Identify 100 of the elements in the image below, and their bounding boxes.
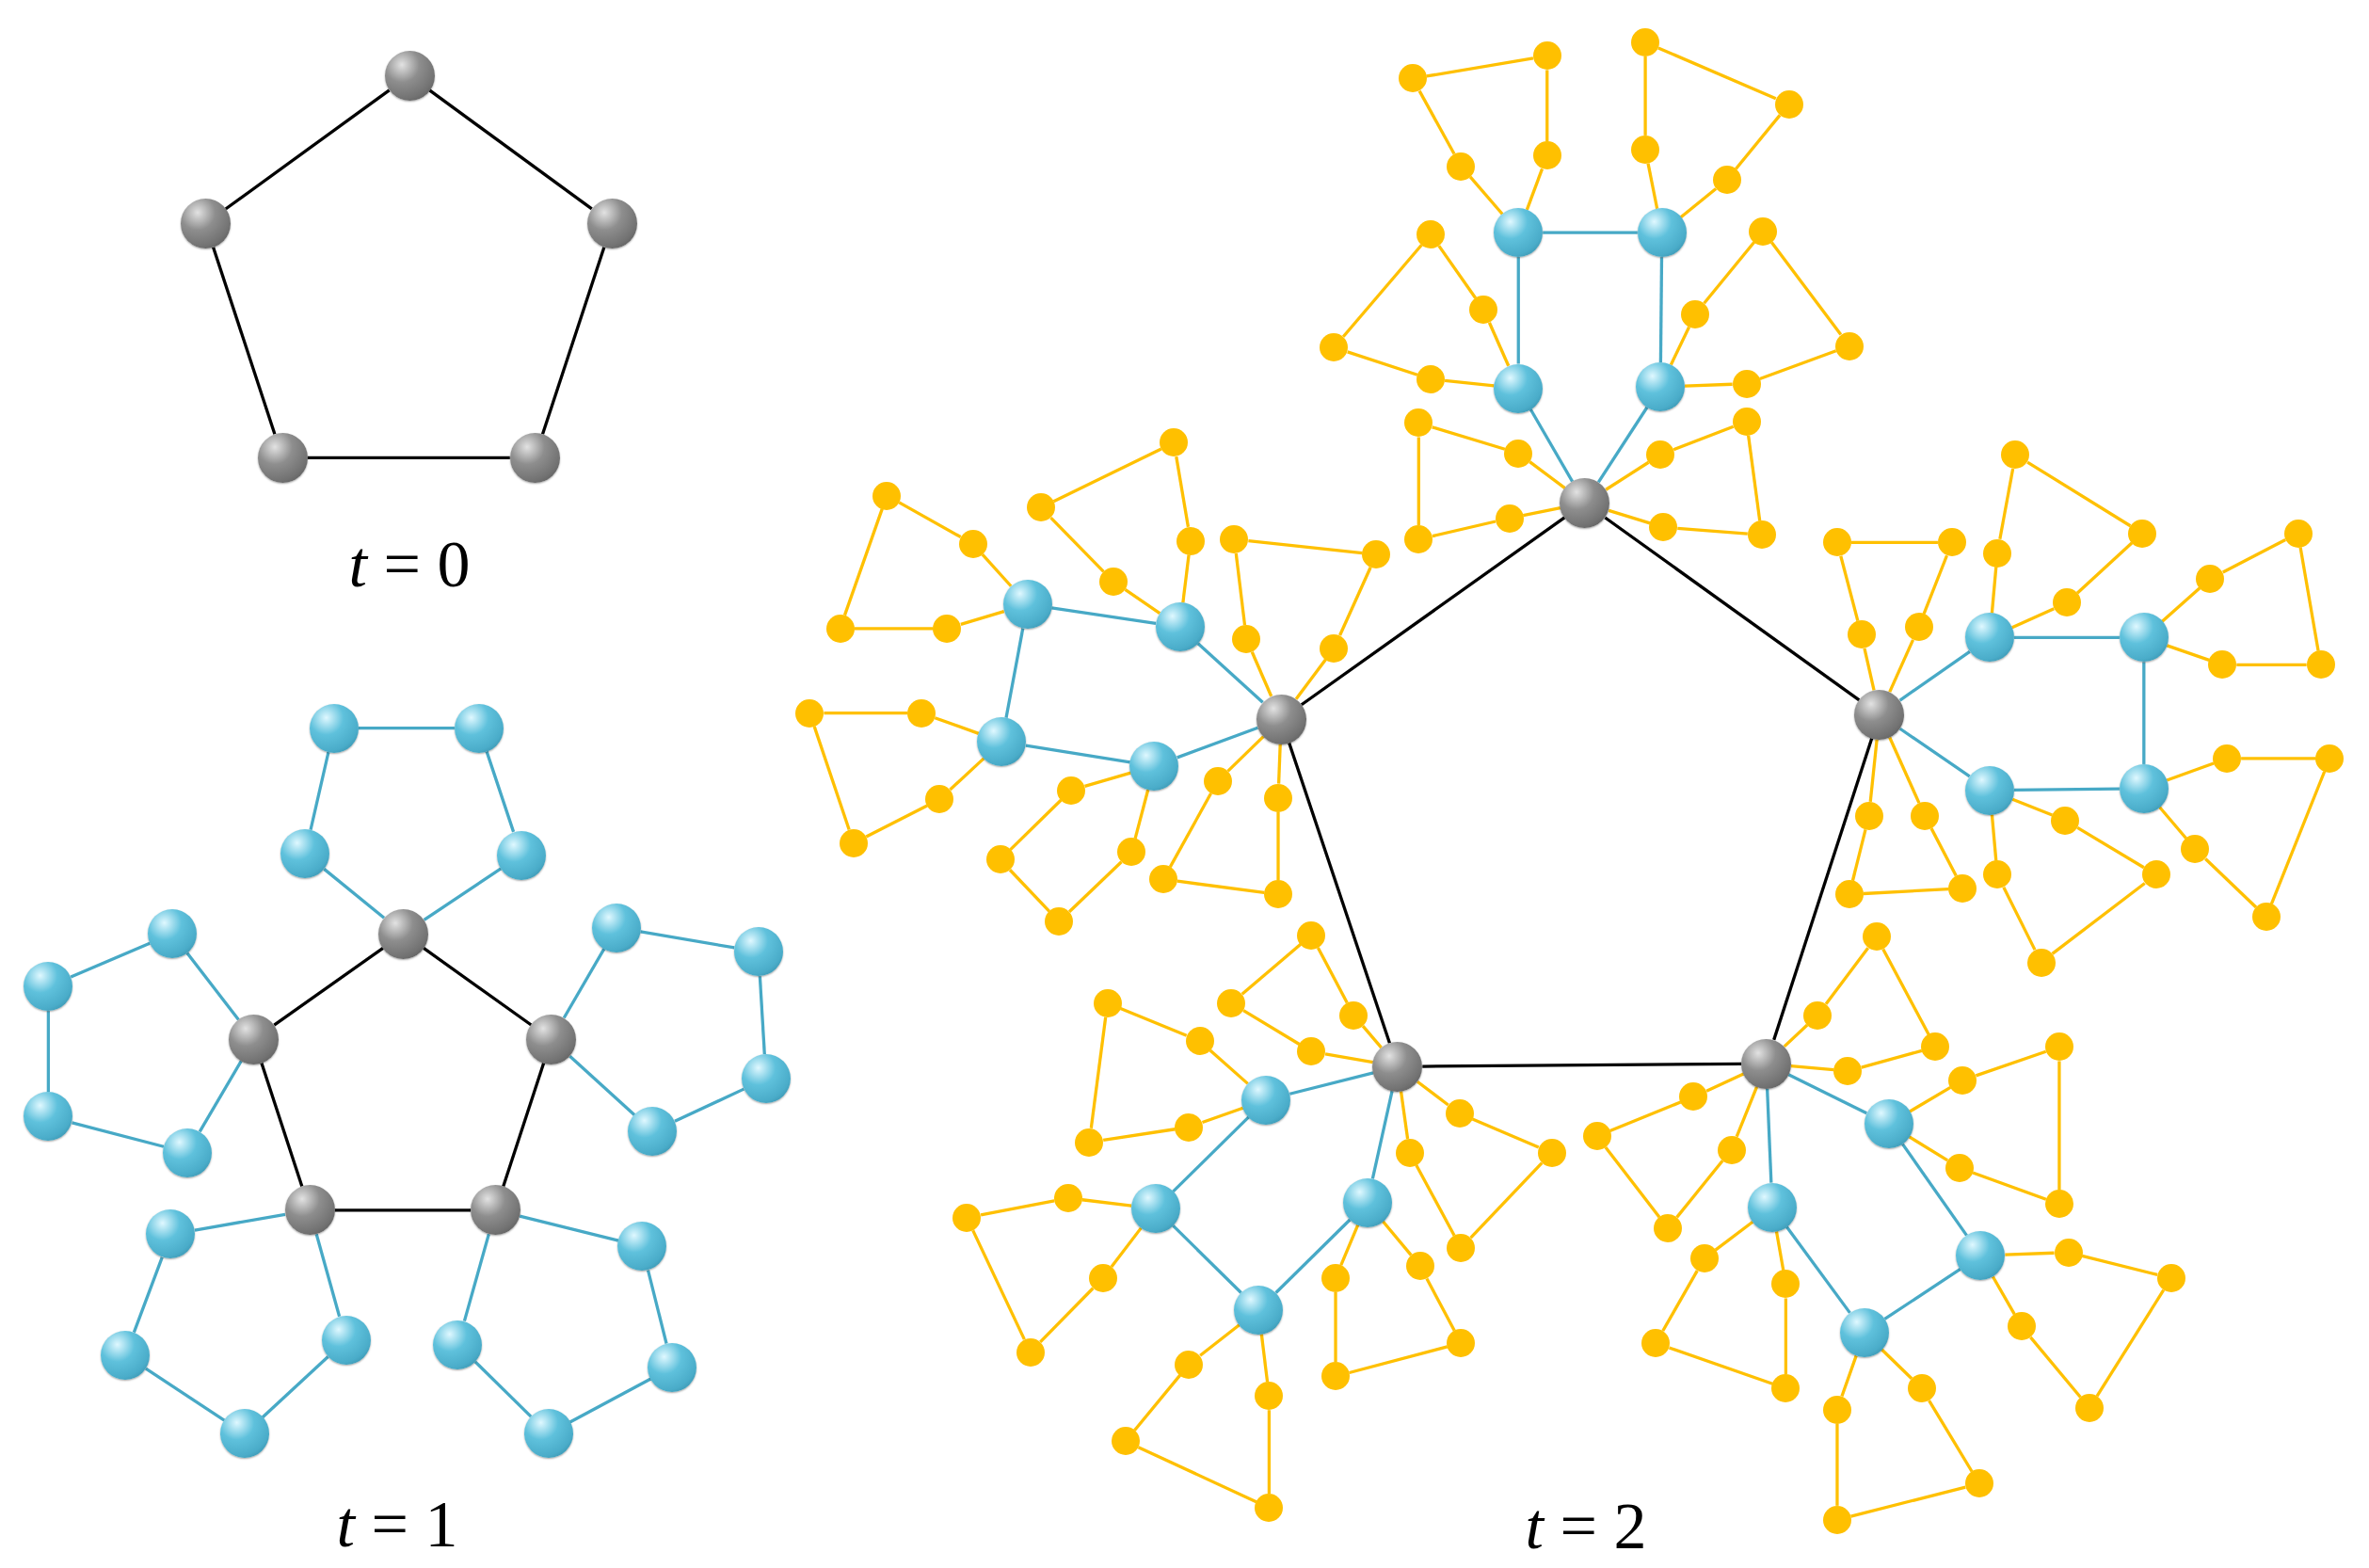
node-sphere: [384, 50, 435, 101]
connector-line: [1516, 257, 1520, 364]
connector-line: [1543, 231, 1638, 234]
connector-line: [1004, 628, 1025, 718]
node-dot: [1833, 1057, 1863, 1086]
connector-line: [1784, 1298, 1788, 1375]
node-sphere: [433, 1320, 483, 1369]
connector-line: [2005, 1251, 2055, 1256]
node-dot: [1712, 166, 1741, 194]
node-dot: [1532, 41, 1561, 71]
node-dot: [1631, 27, 1660, 56]
node-dot: [933, 614, 962, 643]
node-dot: [1093, 988, 1122, 1017]
connector-line: [1766, 1088, 1773, 1183]
connector-line: [1703, 241, 1756, 305]
connector-line: [1422, 1062, 1742, 1068]
connector-line: [1998, 468, 2015, 540]
connector-line: [1868, 739, 1879, 803]
node-dot: [1297, 920, 1326, 950]
node-sphere: [229, 1014, 280, 1064]
connector-line: [854, 627, 934, 631]
node-sphere: [1256, 694, 1306, 744]
node-dot: [1948, 1065, 1977, 1095]
connector-line: [1417, 1080, 1449, 1107]
node-dot: [2044, 1032, 2073, 1062]
connector-line: [1675, 1160, 1724, 1219]
connector-line: [1605, 460, 1650, 491]
connector-line: [949, 757, 985, 792]
node-dot: [1983, 538, 2012, 568]
node-dot: [1149, 865, 1177, 894]
connector-line: [898, 501, 962, 538]
connector-line: [1133, 789, 1150, 840]
node-sphere: [591, 903, 641, 952]
node-sphere: [523, 1409, 573, 1459]
node-dot: [1681, 299, 1710, 328]
node-dot: [795, 698, 824, 728]
node-dot: [1398, 64, 1427, 93]
connector-line: [2081, 1254, 2158, 1276]
connector-line: [1425, 1277, 1456, 1332]
connector-line: [1288, 742, 1391, 1044]
node-sphere: [741, 1054, 791, 1104]
node-sphere: [586, 199, 637, 249]
node-dot: [2141, 860, 2170, 889]
node-dot: [1232, 625, 1261, 653]
node-dot: [1057, 776, 1086, 805]
node-dot: [2007, 1312, 2036, 1341]
node-dot: [1447, 152, 1476, 181]
connector-line: [1432, 425, 1506, 451]
connector-line: [2166, 644, 2210, 662]
connector-line: [2161, 586, 2201, 623]
connector-line: [70, 941, 151, 979]
connector-line: [1274, 1218, 1352, 1294]
node-dot: [2054, 1238, 2083, 1267]
connector-line: [1487, 322, 1511, 367]
node-dot: [1321, 1264, 1350, 1292]
connector-line: [2142, 662, 2146, 764]
connector-line: [640, 930, 735, 950]
connector-line: [1658, 257, 1664, 362]
connector-line: [1898, 727, 1971, 778]
connector-line: [1426, 56, 1534, 78]
node-dot: [1907, 1374, 1936, 1403]
node-dot: [1646, 440, 1675, 470]
connector-line: [1668, 1346, 1773, 1385]
node-dot: [1771, 1270, 1801, 1299]
connector-line: [1341, 244, 1423, 338]
connector-line: [1881, 948, 1930, 1035]
time-step-label: t = 2: [1525, 1494, 1647, 1560]
connector-line: [1529, 408, 1575, 483]
connector-line: [2026, 460, 2132, 528]
node-sphere: [628, 1107, 678, 1157]
connector-line: [1669, 326, 1691, 366]
connector-line: [1339, 1224, 1360, 1266]
node-dot: [1749, 216, 1778, 246]
connector-line: [1609, 1100, 1682, 1132]
connector-line: [1049, 516, 1105, 573]
node-dot: [1111, 1427, 1140, 1456]
node-dot: [1321, 1362, 1350, 1391]
node-sphere: [1494, 208, 1544, 258]
connector-line: [309, 751, 330, 830]
node-sphere: [648, 1342, 697, 1392]
connector-line: [1137, 1446, 1257, 1504]
node-sphere: [1854, 689, 1905, 740]
connector-line: [1991, 1275, 2016, 1316]
connector-line: [971, 1229, 1026, 1340]
connector-line: [260, 1063, 304, 1188]
node-sphere: [1129, 741, 1179, 791]
node-dot: [1395, 1138, 1424, 1167]
node-dot: [1469, 296, 1498, 325]
connector-line: [1863, 888, 1949, 896]
connector-line: [1604, 516, 1861, 702]
connector-line: [2095, 1288, 2166, 1398]
connector-line: [1714, 1220, 1754, 1252]
connector-line: [1417, 437, 1420, 526]
connector-line: [568, 1055, 636, 1117]
node-sphere: [220, 1409, 270, 1459]
node-dot: [2051, 806, 2080, 835]
connector-line: [72, 1121, 165, 1148]
connector-line: [1168, 792, 1212, 868]
node-dot: [1904, 613, 1933, 642]
time-step-label: t = 1: [336, 1492, 458, 1558]
